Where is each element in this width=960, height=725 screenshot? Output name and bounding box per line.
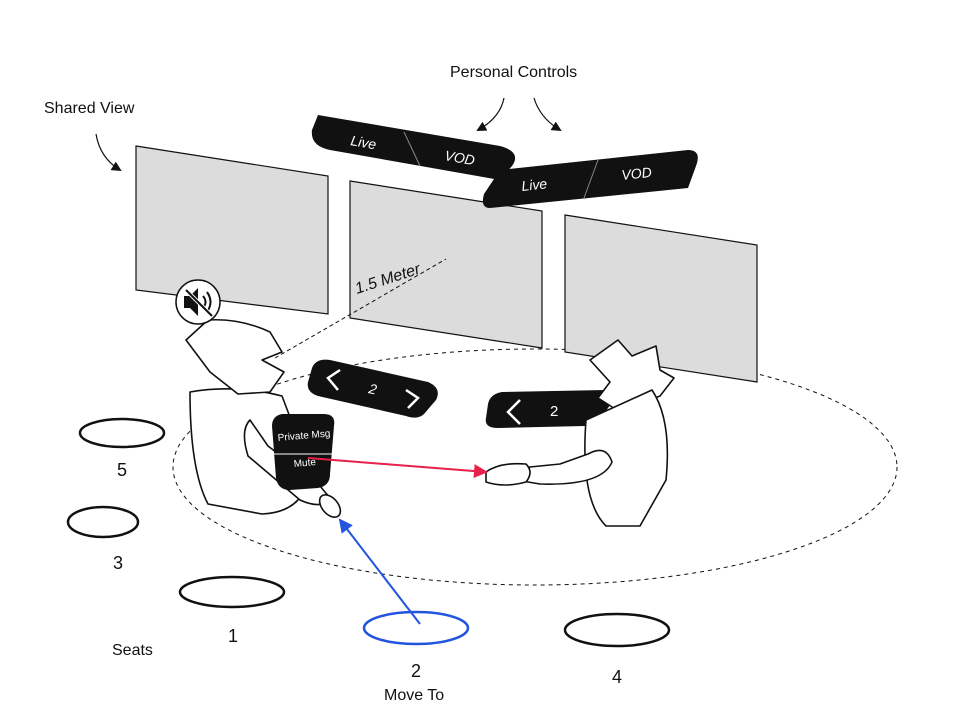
shared-screen-right — [564, 214, 758, 383]
seat-3[interactable]: 3 — [66, 505, 140, 573]
seat-selector-1-value: 2 — [366, 380, 378, 398]
mute-action-arrow — [307, 457, 488, 479]
seat-selector-1: 2 — [307, 359, 438, 418]
seat-number: 5 — [117, 460, 127, 480]
move-to-arrow — [338, 518, 421, 625]
menu-item-private-msg[interactable]: Private Msg — [277, 428, 331, 444]
shared-view-label: Shared View — [44, 100, 135, 117]
seat-5[interactable]: 5 — [78, 417, 166, 480]
mute-icon[interactable] — [175, 279, 221, 325]
seat-selector-2: 2 — [485, 390, 613, 428]
user-right — [485, 339, 675, 527]
panel-2-live-button[interactable]: Live — [521, 175, 548, 194]
seat-4[interactable]: 4 — [563, 612, 671, 687]
panel-1-vod-button[interactable]: VOD — [443, 147, 476, 168]
seat-number: 3 — [113, 553, 123, 573]
personal-controls-arrow-left — [476, 97, 505, 131]
chevron-left-icon[interactable] — [326, 368, 341, 391]
context-menu: Private Msg Mute — [272, 414, 335, 490]
personal-panel-1: Live VOD — [311, 115, 516, 180]
personal-panel-2: Live VOD — [482, 150, 698, 208]
shared-screen-center — [349, 180, 543, 349]
shared-view-arrow — [95, 133, 122, 172]
panel-1-live-button[interactable]: Live — [349, 132, 377, 152]
distance-line — [274, 258, 447, 359]
seat-selector-2-value: 2 — [550, 403, 558, 420]
seat-number: 2 — [411, 661, 421, 681]
room-boundary — [172, 348, 898, 586]
seat-1[interactable]: 1 — [178, 575, 286, 646]
move-to-label: Move To — [384, 687, 444, 704]
panel-2-vod-button[interactable]: VOD — [621, 164, 653, 183]
seat-2[interactable]: 2 — [362, 610, 470, 681]
seat-number: 4 — [612, 667, 622, 687]
chevron-right-icon[interactable] — [405, 388, 420, 409]
seat-number: 1 — [228, 626, 238, 646]
seats-label: Seats — [112, 642, 153, 659]
shared-screen-left — [135, 145, 329, 315]
personal-controls-arrow-right — [533, 97, 562, 132]
chevron-left-icon[interactable] — [506, 399, 521, 425]
menu-item-mute[interactable]: Mute — [293, 457, 317, 470]
personal-controls-label: Personal Controls — [450, 64, 577, 81]
